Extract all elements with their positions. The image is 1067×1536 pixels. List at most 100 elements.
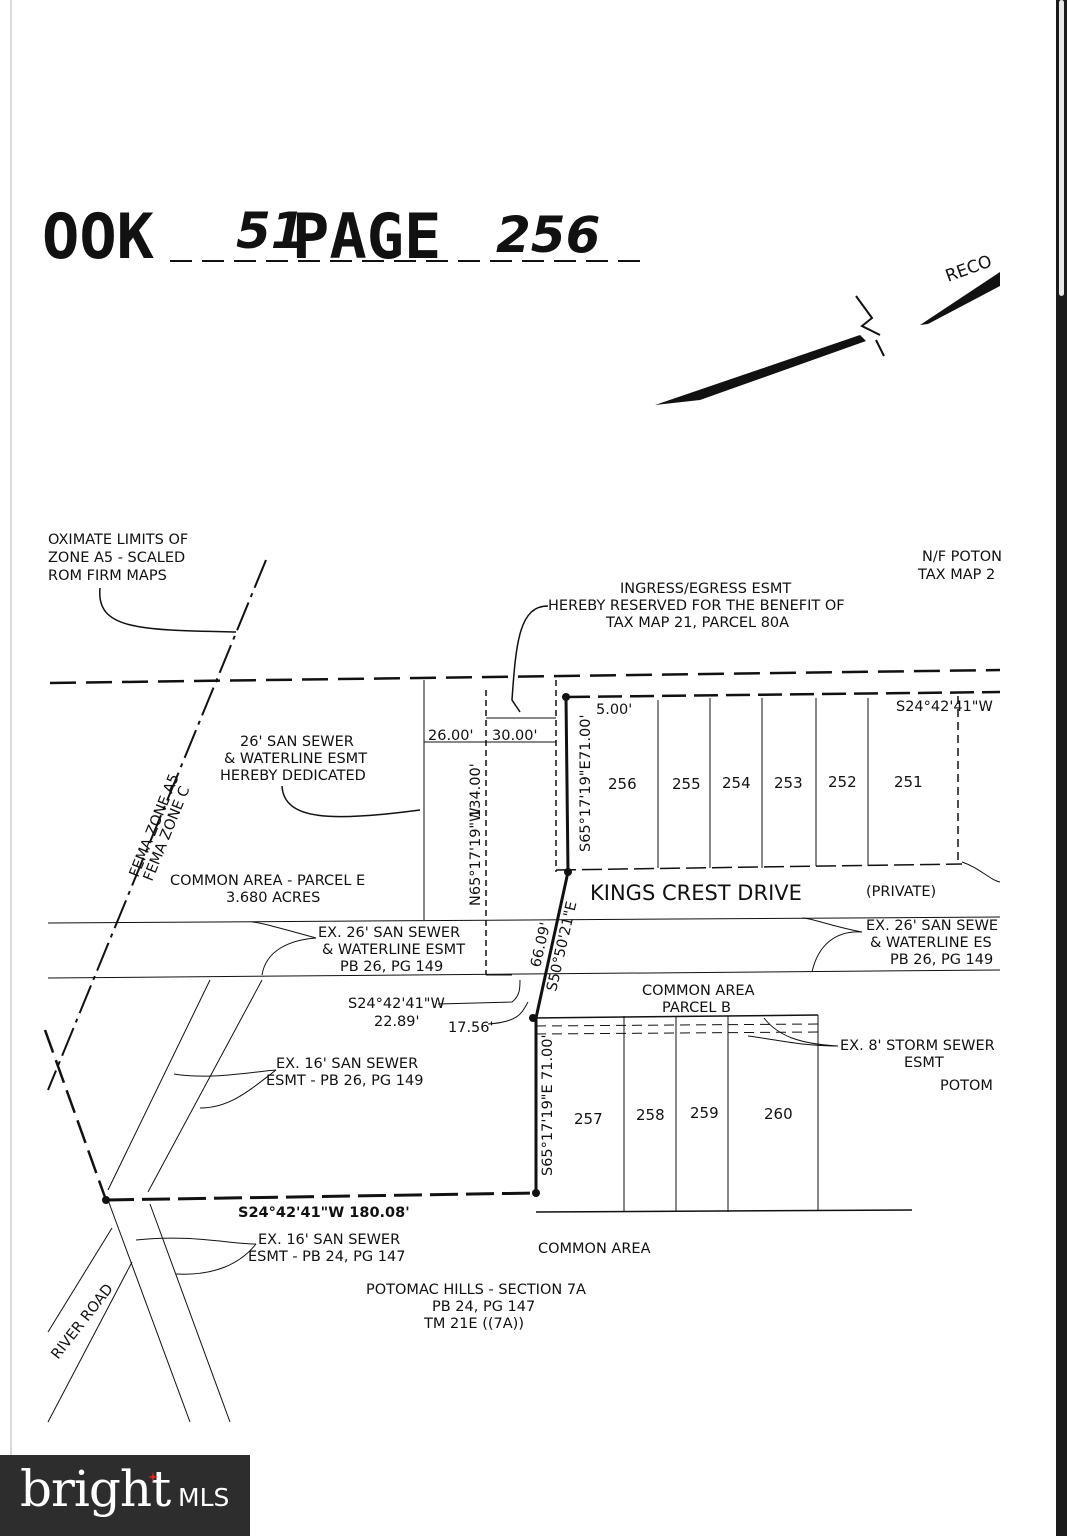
- bright-spark-icon: [148, 1472, 158, 1482]
- ex26-right-leader-a: [811, 931, 863, 973]
- fema-note-leader: [99, 587, 237, 633]
- san-dedicated-line-1: 26' SAN SEWER: [240, 734, 354, 750]
- fema-note-line-2: ZONE A5 - SCALED: [48, 550, 185, 566]
- ex16-lower-line-1: EX. 16' SAN SEWER: [258, 1232, 400, 1248]
- lot-number: 258: [636, 1106, 665, 1124]
- storm-sewer-line-1: EX. 8' STORM SEWER: [840, 1038, 995, 1054]
- ingress-leader: [511, 605, 549, 713]
- south-boundary-line: [105, 1191, 537, 1202]
- lot-number: 254: [722, 774, 751, 792]
- storm-leader-b: [763, 1017, 839, 1047]
- north-arrow-head: [920, 272, 1000, 325]
- dim-2600: 26.00': [428, 728, 474, 744]
- ex16-upper-leader-a: [173, 1069, 277, 1077]
- ex26-right-line-2: & WATERLINE ES: [870, 935, 992, 951]
- ex16-esmt-line-b: [147, 979, 263, 1193]
- ex16-lower-leader-b: [175, 1243, 257, 1275]
- kings-crest-drive-label: KINGS CREST DRIVE: [590, 881, 802, 905]
- ex16-lower-leader-a: [135, 1237, 257, 1245]
- potomac-hills-line-3: TM 21E ((7A)): [423, 1316, 524, 1332]
- dim-7100-bottom: 71.00': [540, 1035, 556, 1081]
- bearing-s50: S50°50'21"E: [544, 900, 580, 993]
- d1756-leader: [487, 1001, 529, 1025]
- sewer-esmt-line-north: [47, 916, 1001, 924]
- kings-crest-private-label: (PRIVATE): [866, 884, 936, 900]
- common-area-e-line-1: COMMON AREA - PARCEL E: [170, 873, 365, 889]
- common-area-b-line-1: COMMON AREA: [642, 983, 755, 999]
- potomac-right-label: POTOM: [940, 1078, 993, 1094]
- bearing-s65-bottom: S65°17'19"E: [540, 1084, 556, 1176]
- neighbor-nf-line-1: N/F POTON: [922, 549, 1002, 565]
- ex16-esmt-line-d: [149, 1203, 231, 1423]
- ex26-right-line-3: PB 26, PG 149: [890, 952, 993, 968]
- west-boundary-line: [43, 1029, 108, 1201]
- fema-note-line-3: ROM FIRM MAPS: [48, 568, 167, 584]
- lot-number: 257: [574, 1110, 603, 1128]
- ingress-note-line-1: INGRESS/EGRESS ESMT: [620, 581, 791, 597]
- ex26-left-line-1: EX. 26' SAN SEWER: [318, 925, 460, 941]
- san-dedicated-leader: [281, 785, 421, 818]
- neighbor-nf-line-2: TAX MAP 2: [917, 567, 995, 583]
- ingress-note-line-3: TAX MAP 21, PARCEL 80A: [605, 615, 789, 631]
- dim-7100-top: 71.00': [578, 715, 594, 761]
- north-arrow-break: [855, 295, 885, 357]
- lot-number: 259: [690, 1104, 719, 1122]
- potomac-hills-line-1: POTOMAC HILLS - SECTION 7A: [366, 1282, 586, 1298]
- page-left-edge: [10, 0, 12, 1536]
- parcel-boundary-east: [534, 696, 570, 1196]
- lot-number: 255: [672, 775, 701, 793]
- corner-marker-se: [532, 1189, 540, 1197]
- bright-mls-suffix: MLS: [178, 1483, 230, 1512]
- potomac-hills-line-2: PB 24, PG 147: [432, 1299, 535, 1315]
- north-arrow-tail: [655, 335, 866, 405]
- dim-1756: 17.56': [448, 1020, 494, 1036]
- header-book-number: 51: [236, 202, 306, 260]
- ex16-lower-line-2: ESMT - PB 24, PG 147: [248, 1249, 405, 1265]
- lot-number: 253: [774, 774, 803, 792]
- header-book-fragment: OOK: [42, 200, 155, 273]
- header-page-number: 256: [496, 206, 600, 264]
- common-area-b-line-2: PARCEL B: [662, 1000, 731, 1016]
- sewer-esmt-line-south: [47, 969, 1001, 979]
- dim-2289: 22.89': [374, 1014, 420, 1030]
- storm-leader-a: [747, 1035, 839, 1047]
- ex16-esmt-line-a: [107, 979, 211, 1191]
- curb-curve: [961, 861, 1001, 883]
- storm-esmt-line-a: [535, 1023, 819, 1027]
- scrollbar-thumb[interactable]: [1059, 0, 1064, 296]
- bearing-s24-mid: S24°42'41"W: [348, 996, 445, 1012]
- ingress-note-line-2: HEREBY RESERVED FOR THE BENEFIT OF: [548, 598, 845, 614]
- river-road-label: RIVER ROAD: [49, 1281, 117, 1362]
- river-road-edge-a: [47, 1227, 113, 1333]
- lots-south-bottom-line: [535, 1209, 913, 1213]
- bearing-top-right: S24°42'41"W: [896, 699, 993, 715]
- s24-mid-leader: [437, 979, 521, 1005]
- lot-number: 252: [828, 773, 857, 791]
- ex26-right-line-1: EX. 26' SAN SEWE: [866, 918, 998, 934]
- lots-north-top-line: [565, 690, 1001, 699]
- ex26-right-leader-b: [801, 917, 863, 933]
- common-area-bottom-label: COMMON AREA: [538, 1241, 651, 1257]
- common-area-e-line-2: 3.680 ACRES: [226, 890, 320, 906]
- header-page-word: PAGE: [292, 200, 441, 273]
- san-dedicated-line-3: HEREBY DEDICATED: [220, 768, 366, 784]
- storm-sewer-line-2: ESMT: [904, 1055, 944, 1071]
- fema-limit-line: [47, 559, 267, 1091]
- corner-marker-sw: [102, 1196, 110, 1204]
- ex26-left-leader-a: [261, 937, 317, 976]
- ex16-upper-line-2: ESMT - PB 26, PG 149: [266, 1073, 423, 1089]
- dim-13400: 134.00': [468, 763, 484, 818]
- ex26-left-line-3: PB 26, PG 149: [340, 959, 443, 975]
- lot-number: 260: [764, 1105, 793, 1123]
- bright-mls-wordmark: bright: [20, 1460, 171, 1518]
- san-dedicated-line-2: & WATERLINE ESMT: [224, 751, 367, 767]
- dim-500: 5.00': [596, 702, 632, 718]
- storm-esmt-line-b: [535, 1031, 819, 1035]
- dim-3000: 30.00': [492, 728, 538, 744]
- lot-number: 251: [894, 773, 923, 791]
- lot-number: 256: [608, 775, 637, 793]
- bearing-bottom: S24°42'41"W 180.08': [238, 1205, 410, 1221]
- bearing-s65-top: S65°17'19"E: [578, 760, 594, 852]
- ex16-upper-line-1: EX. 16' SAN SEWER: [276, 1056, 418, 1072]
